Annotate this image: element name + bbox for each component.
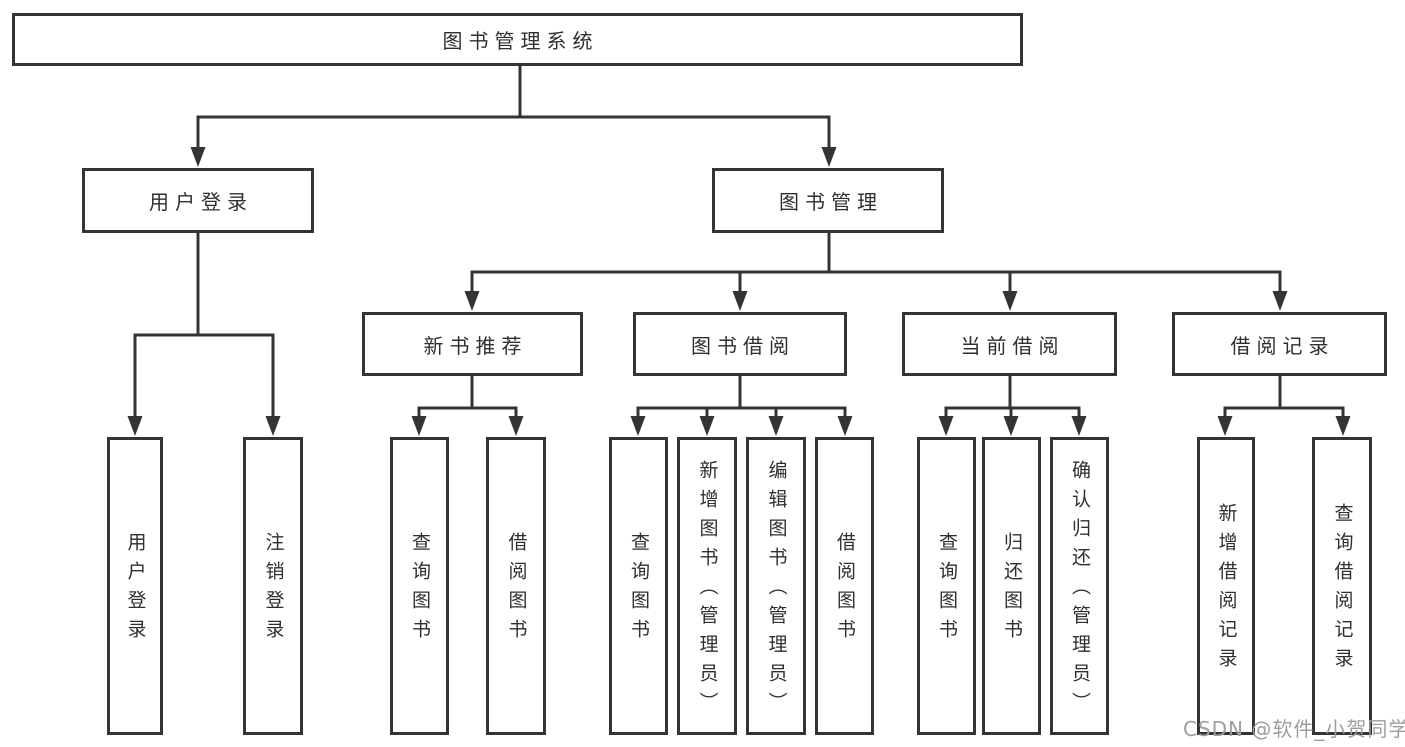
node-user-login: 用户登录 bbox=[82, 168, 314, 233]
leaf-query-books: 查询图书 bbox=[390, 437, 449, 735]
node-library-management-system: 图书管理系统 bbox=[12, 13, 1023, 66]
leaf-return-books: 归还图书 bbox=[982, 437, 1041, 735]
leaf-add-borrow-record: 新增借阅记录 bbox=[1197, 437, 1255, 735]
leaf-user-login: 用户登录 bbox=[107, 437, 163, 735]
leaf-borrow-books: 借阅图书 bbox=[486, 437, 546, 735]
node-book-borrowing: 图书借阅 bbox=[633, 312, 847, 376]
csdn-watermark: CSDN @软件_小贺同学 bbox=[1183, 717, 1405, 741]
leaf-confirm-return-admin: 确认归还（管理员） bbox=[1050, 437, 1109, 735]
leaf-query-books: 查询图书 bbox=[917, 437, 976, 735]
leaf-query-borrow-record: 查询借阅记录 bbox=[1312, 437, 1372, 735]
leaf-edit-books-admin: 编辑图书（管理员） bbox=[746, 437, 806, 735]
leaf-add-books-admin: 新增图书（管理员） bbox=[677, 437, 737, 735]
leaf-query-books: 查询图书 bbox=[609, 437, 668, 735]
leaf-logout: 注销登录 bbox=[243, 437, 303, 735]
node-book-management: 图书管理 bbox=[712, 168, 944, 233]
node-borrowing-records: 借阅记录 bbox=[1172, 312, 1387, 376]
node-new-book-recommendation: 新书推荐 bbox=[362, 312, 583, 376]
leaf-borrow-books: 借阅图书 bbox=[815, 437, 874, 735]
node-current-borrowing: 当前借阅 bbox=[902, 312, 1117, 376]
